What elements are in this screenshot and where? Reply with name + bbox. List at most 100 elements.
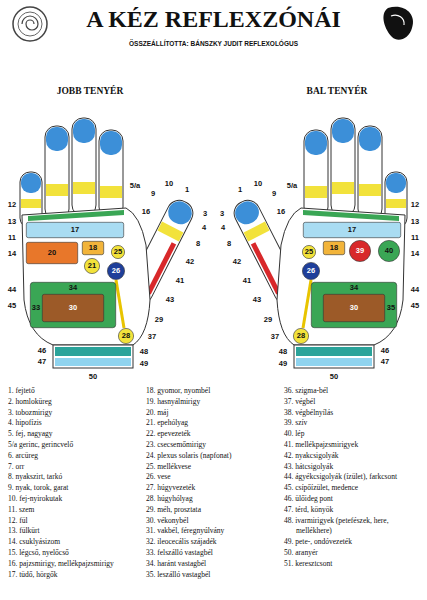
logo-spiral (22, 16, 38, 30)
key-entry: 17. tüdő, hörgők (8, 570, 142, 581)
key-entry: 30. vékonybél (146, 516, 280, 527)
callout-number: 13 (8, 218, 16, 226)
zone-number: 18 (330, 244, 338, 252)
callout-number: 41 (176, 277, 184, 285)
callout-number: 44 (411, 286, 419, 294)
zone-number: 25 (114, 248, 122, 256)
key-entry: 25. mellékvese (146, 462, 280, 473)
key-entry: 42. nyakcsigolyák (284, 451, 422, 462)
key-entry: 11. szem (8, 505, 142, 516)
key-entry: 18. gyomor, nyombél (146, 386, 280, 397)
key-entry: 31. vakbél, féregnyúlvány (146, 526, 280, 537)
callout-number: 43 (166, 296, 174, 304)
callout-number: 10 (254, 180, 262, 188)
callout-number: 4 (202, 224, 206, 232)
zone-fill (111, 245, 124, 258)
reflex-zone: 26 (107, 262, 125, 280)
zone-fill (118, 328, 133, 343)
zone-number: 28 (122, 332, 130, 340)
zone-fill (302, 245, 315, 258)
reflex-zone: 30 (323, 294, 385, 322)
key-entry: 40. lép (284, 429, 422, 440)
key-entry: 22. epevezeték (146, 429, 280, 440)
left-palm (230, 118, 407, 368)
callout-number: 13 (411, 218, 419, 226)
subtitle: ÖSSZEÁLLÍTOTTA: BÁNSZKY JUDIT REFLEXOLÓG… (0, 40, 427, 47)
zone-fill (293, 328, 308, 343)
zone-number: 33 (32, 304, 40, 312)
callout-number: 16 (277, 208, 285, 216)
callout-number: 14 (8, 250, 16, 258)
reflex-zone: 21 (84, 258, 100, 274)
zone-fill (323, 241, 344, 254)
key-entry: 29. méh, prosztata (146, 505, 280, 516)
left-logo (13, 7, 47, 41)
zone-fill (84, 258, 99, 273)
zone-number: 34 (69, 284, 77, 292)
key-entry: 9. nyak, torok, garat (8, 483, 142, 494)
reflex-zone: 34 33 30 (30, 282, 116, 328)
key-entry: 33. felszálló vastagbél (146, 548, 280, 559)
key-entry: 23. csecsemőmirigy (146, 440, 280, 451)
callout-number: 50 (89, 373, 97, 381)
key-entry: 27. húgyvezeték (146, 483, 280, 494)
key-entry: 34. haránt vastagbél (146, 559, 280, 570)
key-entry: 6. arcüreg (8, 451, 142, 462)
reflex-zone: 39 (349, 240, 371, 262)
key-entry: 2. homloküreg (8, 397, 142, 408)
reflex-zone: 20 (26, 242, 78, 264)
zone-fill (311, 282, 396, 327)
callout-number: 12 (8, 201, 16, 209)
key-entry: 10. fej-nyirokutak (8, 494, 142, 505)
key-entry: 35. leszálló vastagbél (146, 570, 280, 581)
reflex-zone: 18 (82, 241, 104, 255)
zone-number: 26 (307, 267, 315, 275)
key-entry: 21. epehólyag (146, 418, 280, 429)
callout-number: 43 (253, 296, 261, 304)
callout-number: 5/a (287, 182, 297, 190)
logo-ring (13, 7, 47, 41)
zone-fill (303, 222, 400, 237)
key-entry: 7. orr (8, 462, 142, 473)
zone-fill (26, 242, 77, 263)
key-entry: 26. vese (146, 472, 280, 483)
callout-number: 48 (140, 348, 148, 356)
logo-shape (383, 7, 413, 40)
key-entry: 20. máj (146, 408, 280, 419)
key-entry: 3. tobozmirigy (8, 408, 142, 419)
callout-number: 1 (185, 186, 189, 194)
callout-number: 42 (233, 258, 241, 266)
key-entry: 13. fülkürt (8, 526, 142, 537)
zone-fill (82, 241, 103, 254)
zone-number: 30 (69, 304, 77, 312)
key-entry: 8. nyakszirt, tarkó (8, 472, 142, 483)
key-entry: 14. csuklyásizom (8, 537, 142, 548)
key-entry: 51. keresztcsont (284, 559, 422, 570)
callout-number: 10 (165, 180, 173, 188)
reflex-zone: 25 (111, 245, 125, 259)
zone-fill (378, 240, 399, 261)
key-entry: 16. pajzsmirigy, mellékpajzsmirigy (8, 559, 142, 570)
reflex-zone: 40 (378, 240, 400, 262)
callout-number: 3 (220, 210, 224, 218)
zone-number: 30 (350, 304, 358, 312)
zone-number: 20 (48, 249, 56, 257)
key-entry: 44. ágyékcsigolyák (ízület), farkcsont (284, 472, 422, 483)
zone-number: 40 (385, 247, 393, 255)
key-entry: 47. térd, könyök (284, 505, 422, 516)
zone-fill (302, 262, 319, 279)
zone-fill (349, 240, 370, 261)
zone-number: 28 (297, 332, 305, 340)
callout-number: 1 (238, 186, 242, 194)
zone-fill (323, 294, 384, 321)
callout-number: 9 (272, 190, 276, 198)
callout-number: 44 (8, 286, 16, 294)
zone-number: 39 (356, 247, 364, 255)
key-entry: 48. ivarmirigyek (petefészek, here, mell… (284, 516, 422, 538)
callout-number: 50 (330, 373, 338, 381)
callout-number: 14 (411, 250, 419, 258)
reflex-zone: 28 (118, 328, 134, 344)
hand-heading: BAL TENYÉR (307, 86, 368, 96)
callout-number: 49 (140, 360, 148, 368)
key-entry: 28. húgyhólyag (146, 494, 280, 505)
